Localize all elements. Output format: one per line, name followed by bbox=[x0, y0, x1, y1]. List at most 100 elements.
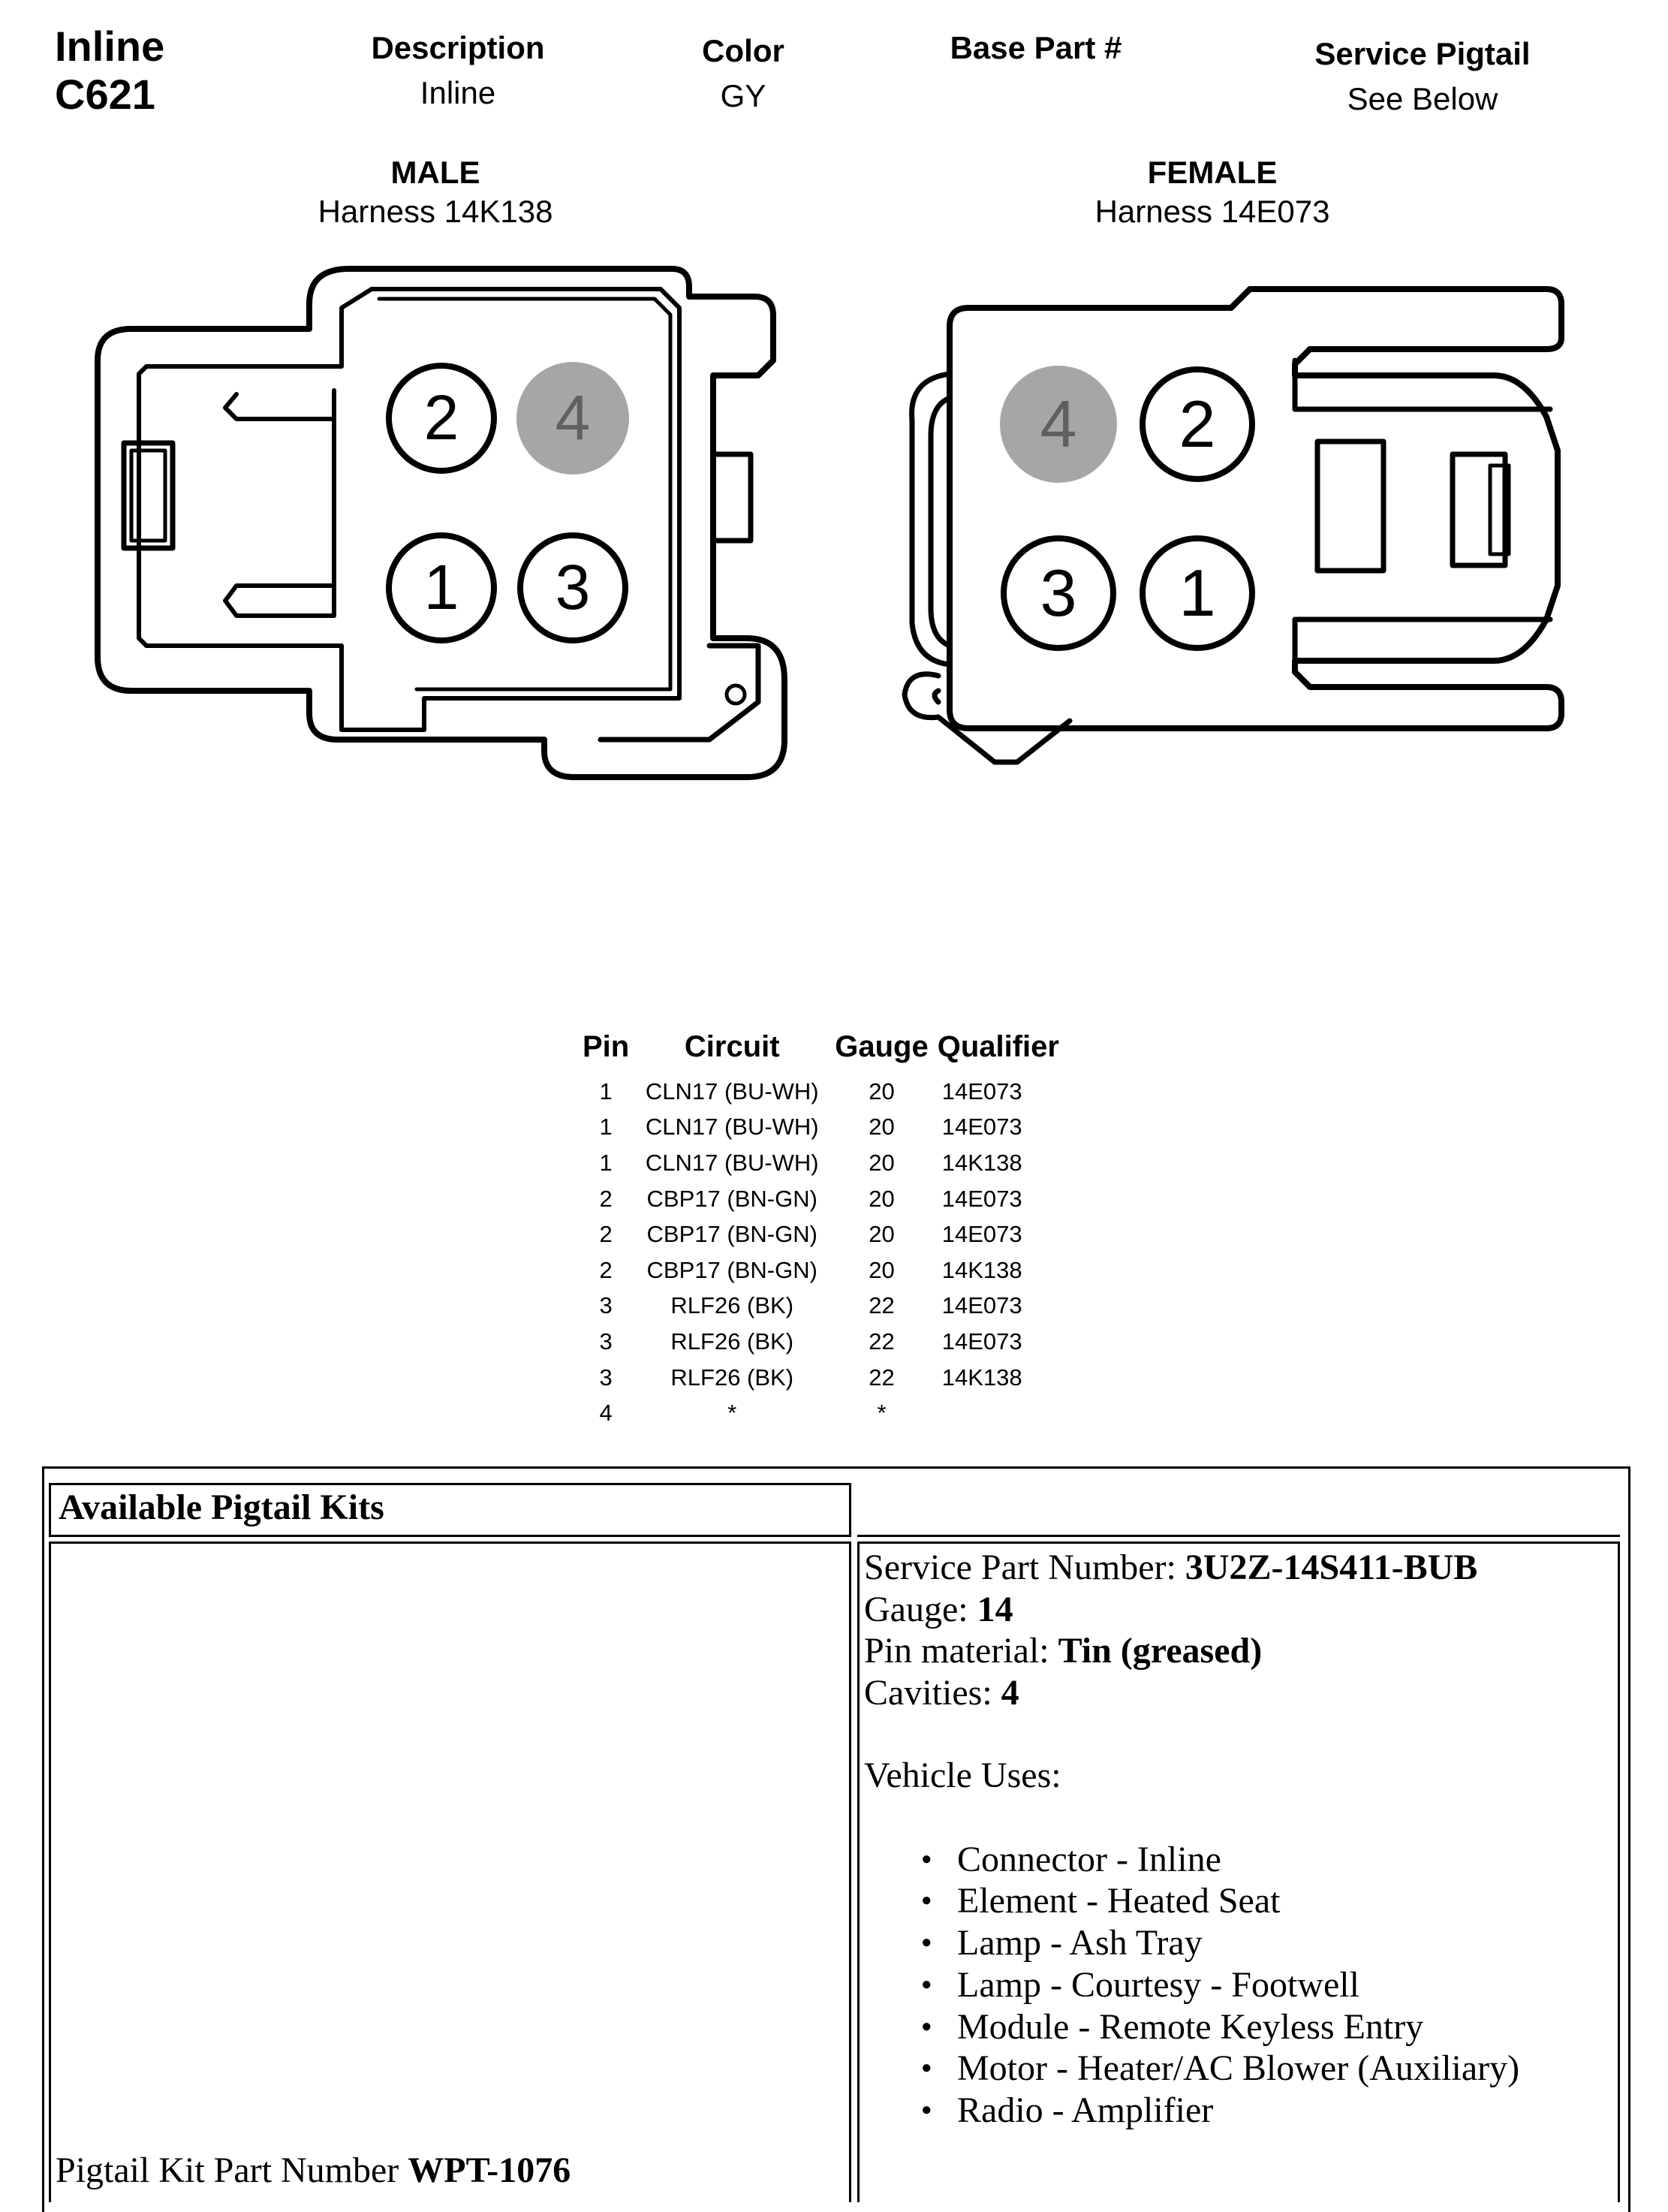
gauge-cell: * bbox=[877, 1400, 887, 1427]
male-pin-1-circle bbox=[386, 532, 497, 643]
description-value: Inline bbox=[420, 75, 496, 110]
pin-table-row: 3 RLF26 (BK) 22 14E073 bbox=[578, 1324, 1064, 1360]
connector-type: Inline bbox=[55, 23, 165, 70]
service-pigtail-label: Service Pigtail bbox=[1314, 36, 1531, 71]
qualifier-cell: 14E073 bbox=[941, 1221, 1022, 1248]
pigtail-kit-image-cell: Pigtail Kit Part Number WPT-1076 bbox=[49, 1541, 851, 2202]
header-pin: Pin bbox=[583, 1029, 630, 1063]
color-label: Color bbox=[702, 33, 784, 68]
service-pigtail-column: Service Pigtail See Below bbox=[1276, 36, 1569, 117]
pigtail-kits-heading-cell: Available Pigtail Kits bbox=[49, 1483, 851, 1537]
female-pin-4-number: 4 bbox=[1040, 387, 1077, 461]
vehicle-use-item: Lamp - Ash Tray bbox=[864, 1922, 1519, 1964]
header-gauge: Gauge bbox=[835, 1029, 929, 1063]
pin-cell: 3 bbox=[599, 1292, 613, 1319]
qualifier-cell: 14K138 bbox=[941, 1149, 1022, 1176]
vehicle-use-item: Module - Remote Keyless Entry bbox=[864, 2006, 1519, 2048]
circuit-cell: CBP17 (BN-GN) bbox=[646, 1256, 817, 1283]
pin-cell: 3 bbox=[599, 1328, 613, 1355]
cavities-value: 4 bbox=[1001, 1672, 1019, 1713]
gauge-cell: 20 bbox=[869, 1149, 895, 1176]
circuit-cell: CLN17 (BU-WH) bbox=[645, 1114, 819, 1141]
female-pin-1-circle bbox=[1140, 535, 1255, 651]
male-pin-2-number: 2 bbox=[424, 382, 459, 453]
service-part-line: Service Part Number: 3U2Z-14S411-BUB bbox=[864, 1547, 1519, 1589]
base-part-label: Base Part # bbox=[950, 30, 1122, 65]
pigtail-kits-frame bbox=[42, 1466, 1630, 2212]
male-pin-3-circle bbox=[517, 532, 628, 643]
vehicle-use-item: Connector - Inline bbox=[864, 1839, 1519, 1881]
qualifier-cell bbox=[933, 1395, 1064, 1431]
gauge-label: Gauge: bbox=[864, 1589, 977, 1629]
male-connector-body bbox=[95, 266, 787, 780]
qualifier-cell: 14E073 bbox=[941, 1114, 1022, 1141]
female-pin-4-circle bbox=[1000, 366, 1117, 483]
male-pin-3-number: 3 bbox=[555, 552, 591, 622]
gauge-cell: 20 bbox=[869, 1077, 895, 1104]
gauge-cell: 22 bbox=[869, 1292, 895, 1319]
connector-id: C621 bbox=[55, 71, 155, 118]
female-pin-grid: 4 2 3 1 bbox=[1000, 366, 1255, 651]
male-pin-2-circle bbox=[386, 363, 497, 474]
pin-table-header: Pin Circuit Gauge Qualifier bbox=[578, 1027, 1064, 1074]
pin-cell: 1 bbox=[599, 1114, 613, 1141]
female-label: FEMALE bbox=[1147, 155, 1278, 190]
pin-cell: 4 bbox=[599, 1400, 613, 1427]
pin-cell: 3 bbox=[599, 1364, 613, 1391]
male-harness: Harness 14K138 bbox=[318, 194, 553, 229]
vehicle-use-item: Element - Heated Seat bbox=[864, 1880, 1519, 1922]
service-part-label: Service Part Number: bbox=[864, 1547, 1185, 1587]
female-pin-2-circle bbox=[1140, 366, 1255, 482]
pin-cell: 2 bbox=[599, 1185, 613, 1212]
gauge-value: 14 bbox=[977, 1589, 1013, 1629]
circuit-cell: RLF26 (BK) bbox=[670, 1364, 794, 1391]
circuit-cell: RLF26 (BK) bbox=[670, 1292, 794, 1319]
description-label: Description bbox=[371, 30, 545, 65]
vehicle-use-item: Radio - Amplifier bbox=[864, 2090, 1519, 2132]
male-connector-label: MALE Harness 14K138 bbox=[248, 153, 623, 231]
circuit-cell: * bbox=[727, 1400, 737, 1427]
pin-material-line: Pin material: Tin (greased) bbox=[864, 1630, 1519, 1672]
gauge-cell: 20 bbox=[869, 1185, 895, 1212]
cavities-line: Cavities: 4 bbox=[864, 1672, 1519, 1714]
male-pin-4-circle bbox=[516, 362, 629, 475]
vehicle-use-item: Motor - Heater/AC Blower (Auxiliary) bbox=[864, 2048, 1519, 2090]
gauge-cell: 22 bbox=[869, 1364, 895, 1391]
circuit-cell: CBP17 (BN-GN) bbox=[646, 1185, 817, 1212]
pin-material-value: Tin (greased) bbox=[1058, 1631, 1263, 1671]
female-pin-2-number: 2 bbox=[1179, 387, 1216, 461]
pigtail-kit-number: WPT-1076 bbox=[408, 2150, 571, 2190]
pigtail-kits-heading-blank bbox=[857, 1483, 1620, 1537]
vehicle-use-item: Lamp - Courtesy - Footwell bbox=[864, 1964, 1519, 2006]
pin-table-row: 2 CBP17 (BN-GN) 20 14K138 bbox=[578, 1252, 1064, 1288]
cavities-label: Cavities: bbox=[864, 1672, 1001, 1713]
pin-cell: 1 bbox=[599, 1077, 613, 1104]
pigtail-kit-label: Pigtail Kit Part Number bbox=[56, 2150, 408, 2190]
service-part-details: Service Part Number: 3U2Z-14S411-BUB Gau… bbox=[864, 1547, 1519, 2132]
circuit-cell: CLN17 (BU-WH) bbox=[645, 1077, 819, 1104]
male-pin-grid: 2 4 1 3 bbox=[386, 362, 629, 643]
male-label: MALE bbox=[390, 155, 480, 190]
female-pin-3-circle bbox=[1001, 535, 1116, 651]
pin-cell: 2 bbox=[599, 1256, 613, 1283]
description-column: Description Inline bbox=[338, 30, 578, 111]
qualifier-cell: 14E073 bbox=[941, 1328, 1022, 1355]
gauge-cell: 20 bbox=[869, 1256, 895, 1283]
connector-title: Inline C621 bbox=[55, 23, 164, 119]
qualifier-cell: 14E073 bbox=[941, 1077, 1022, 1104]
header-qualifier: Qualifier bbox=[937, 1029, 1059, 1063]
header-circuit: Circuit bbox=[684, 1029, 780, 1063]
color-value: GY bbox=[720, 78, 766, 113]
color-column: Color GY bbox=[668, 33, 818, 114]
gauge-cell: 22 bbox=[869, 1328, 895, 1355]
qualifier-cell: 14K138 bbox=[941, 1256, 1022, 1283]
pin-table-row: 4 * * bbox=[578, 1395, 1064, 1431]
circuit-cell: RLF26 (BK) bbox=[670, 1328, 794, 1355]
connector-face-diagram: 2 4 1 3 4 2 3 1 bbox=[95, 266, 1564, 780]
